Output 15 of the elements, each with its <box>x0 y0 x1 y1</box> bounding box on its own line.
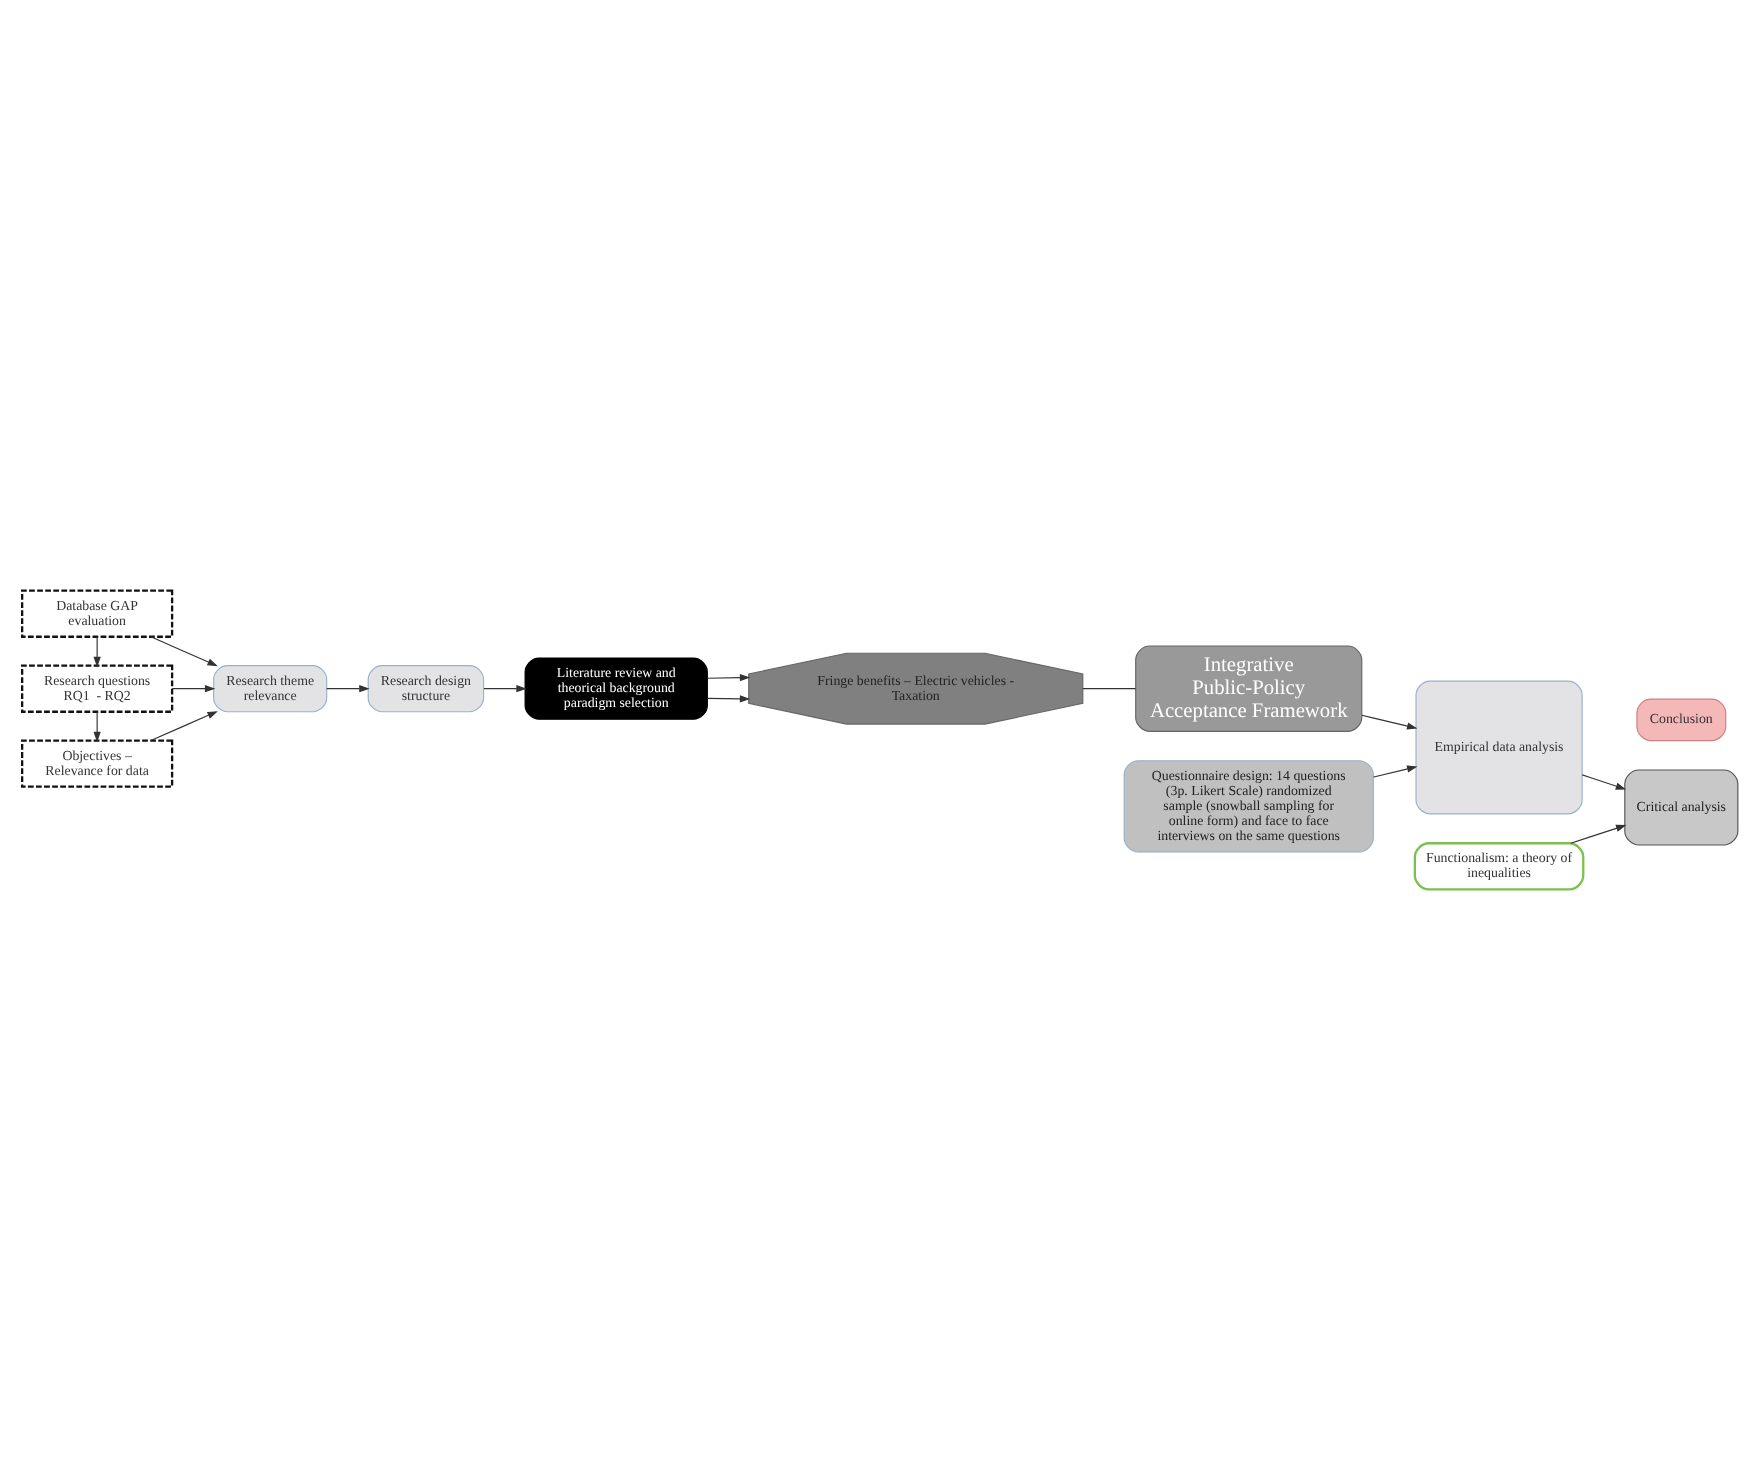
arrow <box>150 636 218 667</box>
arrow <box>93 711 101 743</box>
arrow <box>93 636 101 668</box>
arrow <box>1570 824 1627 844</box>
arrow <box>171 685 216 693</box>
arrow <box>1581 774 1627 790</box>
arrow <box>150 711 218 742</box>
node-box: Integrative Public-Policy Acceptance Framework <box>1135 645 1363 732</box>
arrow <box>706 695 751 703</box>
connector <box>1082 688 1137 690</box>
arrow <box>1372 765 1418 778</box>
arrow <box>483 685 527 693</box>
arrow <box>326 685 370 693</box>
arrow <box>706 673 751 682</box>
arrow <box>1361 714 1418 730</box>
